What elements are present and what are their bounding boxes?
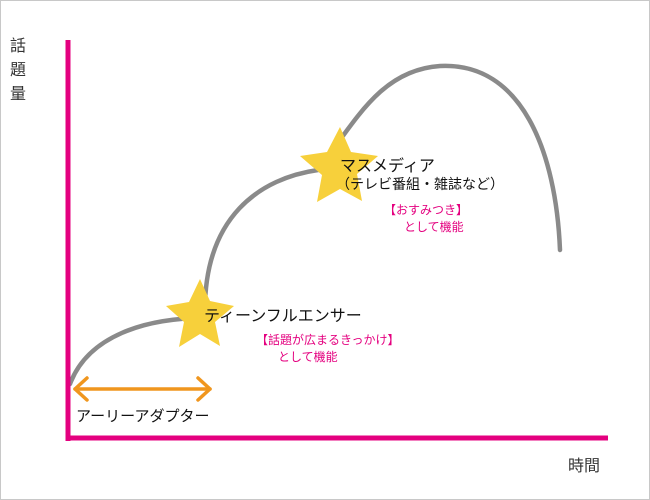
y-axis-label-char: 話 [10,36,27,55]
influencer-title: ティーンフルエンサー [204,306,362,325]
mass-media-title: マスメディア [340,156,435,175]
mass-media-role-line1: 【おすみつき】 [384,203,469,217]
influencer-role-line2: として機能 [278,350,338,364]
star-icon [300,127,378,202]
y-axis-label-char: 題 [10,60,27,79]
mass-media-role-line2: として機能 [404,220,464,234]
x-axis-label: 時間 [568,456,601,475]
y-axis-label-char: 量 [10,84,27,103]
star-icon [166,279,234,347]
influencer-role-line1: 【話題が広まるきっかけ】 [256,333,400,347]
early-adopter-label: アーリーアダプター [76,407,210,425]
mass-media-subtitle: （テレビ番組・雑誌など） [336,177,504,193]
double-arrow-icon [73,376,212,402]
